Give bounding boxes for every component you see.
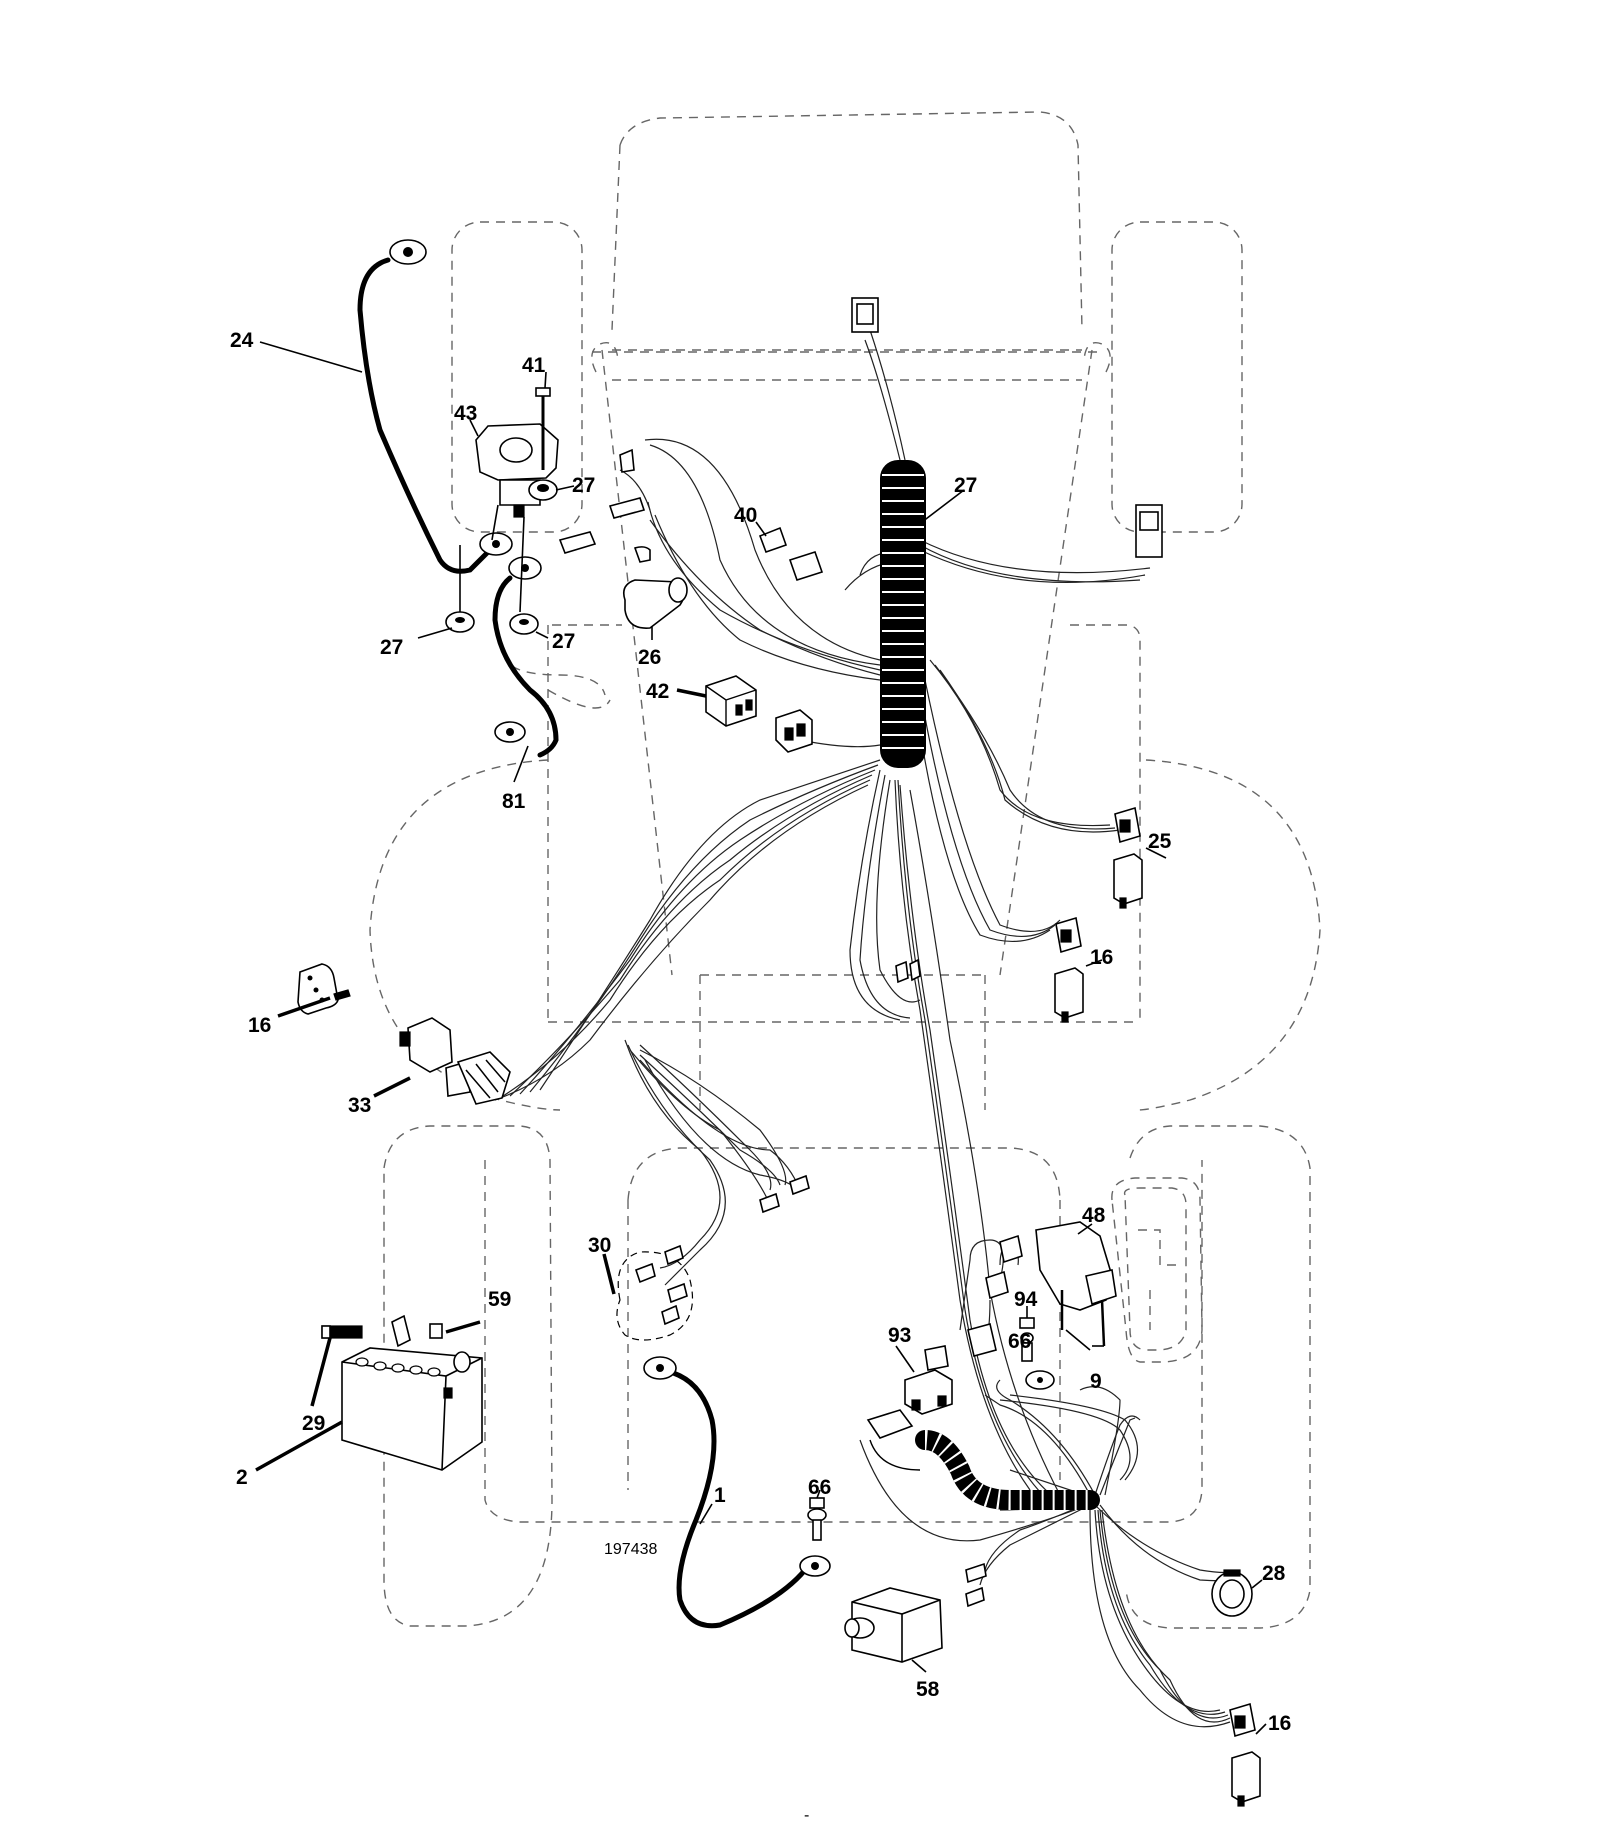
battery-bolt-2 [321,1314,443,1348]
callout-16: 16 [1090,946,1113,969]
nut-27 [445,479,558,635]
seat-switch-48 [616,958,921,1341]
battery-cable-25 [492,575,559,758]
callout-16: 16 [1268,1712,1291,1735]
callout-28: 1 [714,1484,726,1507]
page-mark: - [804,1807,809,1824]
terminal-boot-42 [622,577,688,629]
inline-connectors [558,448,651,563]
callout-33: 16 [248,1014,271,1037]
callout-25: 81 [502,790,526,813]
ignition-switch-30 [399,1017,511,1105]
callout-24: 24 [230,329,254,352]
callout-16: 25 [1148,830,1172,853]
ignition-key-33 [297,963,351,1015]
bolt-41 [535,387,551,470]
fuel-solenoid-module-59 [844,1562,987,1663]
callout-40: 27 [954,474,977,497]
screw-66 [807,1317,1035,1541]
harness-wires [494,329,1241,1728]
cable-ring-terminals [389,239,1055,1577]
callout-59: 58 [916,1678,940,1701]
rear-conduit [915,1430,1100,1510]
callout-93: 9 [1090,1370,1102,1393]
callout-48: 30 [588,1234,611,1257]
callout-2: 29 [302,1412,325,1435]
relay-81 [705,675,813,753]
callout-27: 27 [380,636,403,659]
callout-41: 41 [522,354,546,377]
interlock-switch-16 [1054,806,1261,1807]
alarm-58 [1211,1569,1253,1617]
callout-58: 28 [1262,1562,1286,1585]
callout-43: 43 [454,402,477,425]
callout-81: 42 [646,680,669,703]
headlight-connector [851,297,879,333]
callout-27: 59 [488,1288,511,1311]
callout-30: 33 [348,1094,371,1117]
harness-conduit-40 [880,460,926,768]
callout-42: 26 [638,646,661,669]
solenoid-43 [475,423,559,613]
callout-27: 27 [552,630,575,653]
callout-66: 66 [808,1476,831,1499]
callout-27: 27 [572,474,595,497]
callout-9: 66 [1008,1330,1031,1353]
drawing-number: 197438 [604,1541,657,1558]
fuse-26 [758,526,824,581]
tractor-outline [369,111,1321,1629]
callout-1: 2 [236,1466,248,1489]
side-connector [1135,504,1163,558]
rear-connector [866,1409,921,1471]
callout-66: 94 [1014,1288,1038,1311]
leader-lines [255,341,1267,1735]
switch-bracket-94 [985,1221,1117,1347]
pto-switch-29 [904,1323,997,1415]
callout-labels: 24 41 43 27 27 27 27 40 26 42 81 25 16 1… [230,329,1291,1735]
callout-94: 48 [1082,1204,1106,1227]
callout-26: 40 [734,504,757,527]
battery-cable-24 [357,257,493,574]
battery-1 [341,1347,483,1471]
ground-cable-28 [657,1367,808,1629]
callout-29: 93 [888,1324,911,1347]
